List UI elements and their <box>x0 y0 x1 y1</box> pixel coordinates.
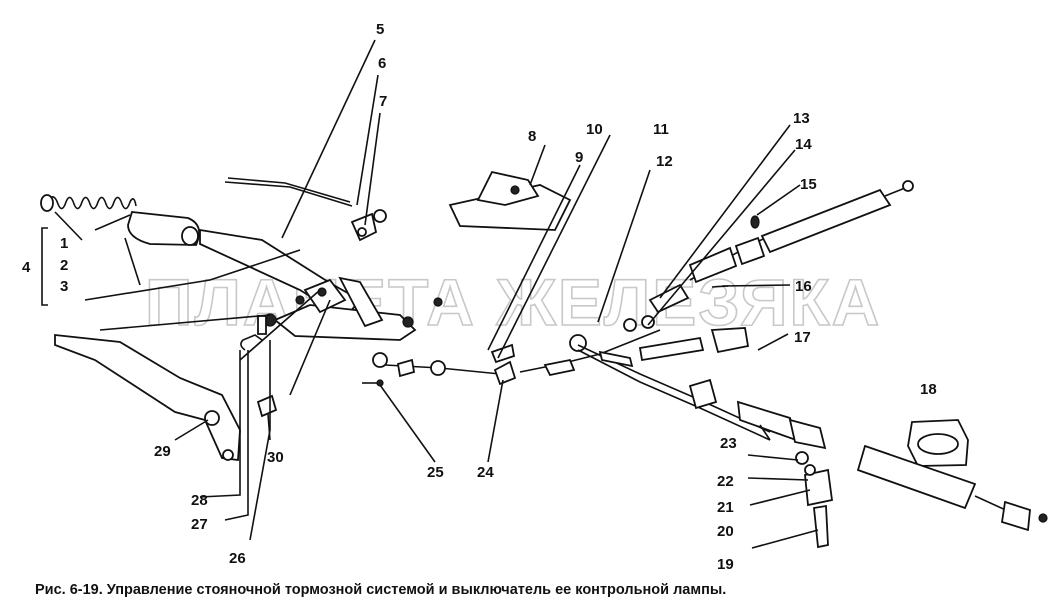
callout-2: 2 <box>60 257 68 274</box>
callout-labels: 1 2 3 4 5 6 7 8 9 10 11 12 13 14 15 16 1… <box>22 21 937 573</box>
bracket-19-22 <box>795 451 834 549</box>
figure-caption: Рис. 6-19. Управление стояночной тормозн… <box>35 582 727 598</box>
callout-29: 29 <box>154 443 171 460</box>
callout-4: 4 <box>22 259 31 276</box>
switch-12-13 <box>623 315 655 332</box>
lever-handle-3 <box>127 211 200 246</box>
cable-adjuster-14-15 <box>688 180 914 284</box>
callout-24: 24 <box>477 464 494 481</box>
callout-27: 27 <box>191 516 208 533</box>
callout-5: 5 <box>376 21 384 38</box>
boot-8 <box>448 170 572 231</box>
callout-19: 19 <box>717 556 734 573</box>
callout-13: 13 <box>793 110 810 127</box>
callout-10: 10 <box>586 121 603 138</box>
pin-6-7 <box>350 209 387 242</box>
callout-14: 14 <box>795 136 812 153</box>
callout-26: 26 <box>229 550 246 567</box>
callout-1: 1 <box>60 235 68 252</box>
callout-9: 9 <box>575 149 583 166</box>
bracket-assembly <box>263 276 443 341</box>
callout-22: 22 <box>717 473 734 490</box>
callout-7: 7 <box>379 93 387 110</box>
callout-11: 11 <box>653 121 669 138</box>
callout-12: 12 <box>656 153 673 170</box>
callout-20: 20 <box>717 523 734 540</box>
callout-23: 23 <box>720 435 737 452</box>
front-cable-24 <box>372 343 517 386</box>
callout-3: 3 <box>60 278 68 295</box>
callout-28: 28 <box>191 492 208 509</box>
grommet-18 <box>907 419 969 467</box>
spring-16-17 <box>638 285 750 362</box>
pin-25 <box>362 379 384 387</box>
spring-1 <box>40 194 137 212</box>
callout-16: 16 <box>795 278 812 295</box>
bolt-30 <box>256 394 278 418</box>
leader-lines <box>41 39 819 549</box>
lever-29 <box>54 333 241 462</box>
callout-25: 25 <box>427 464 444 481</box>
callout-30: 30 <box>267 449 284 466</box>
callout-15: 15 <box>800 176 817 193</box>
callout-6: 6 <box>378 55 386 72</box>
rear-cable-23 <box>688 378 1048 532</box>
callout-17: 17 <box>794 329 811 346</box>
callout-18: 18 <box>920 381 937 398</box>
callout-21: 21 <box>717 499 734 516</box>
callout-8: 8 <box>528 128 536 145</box>
